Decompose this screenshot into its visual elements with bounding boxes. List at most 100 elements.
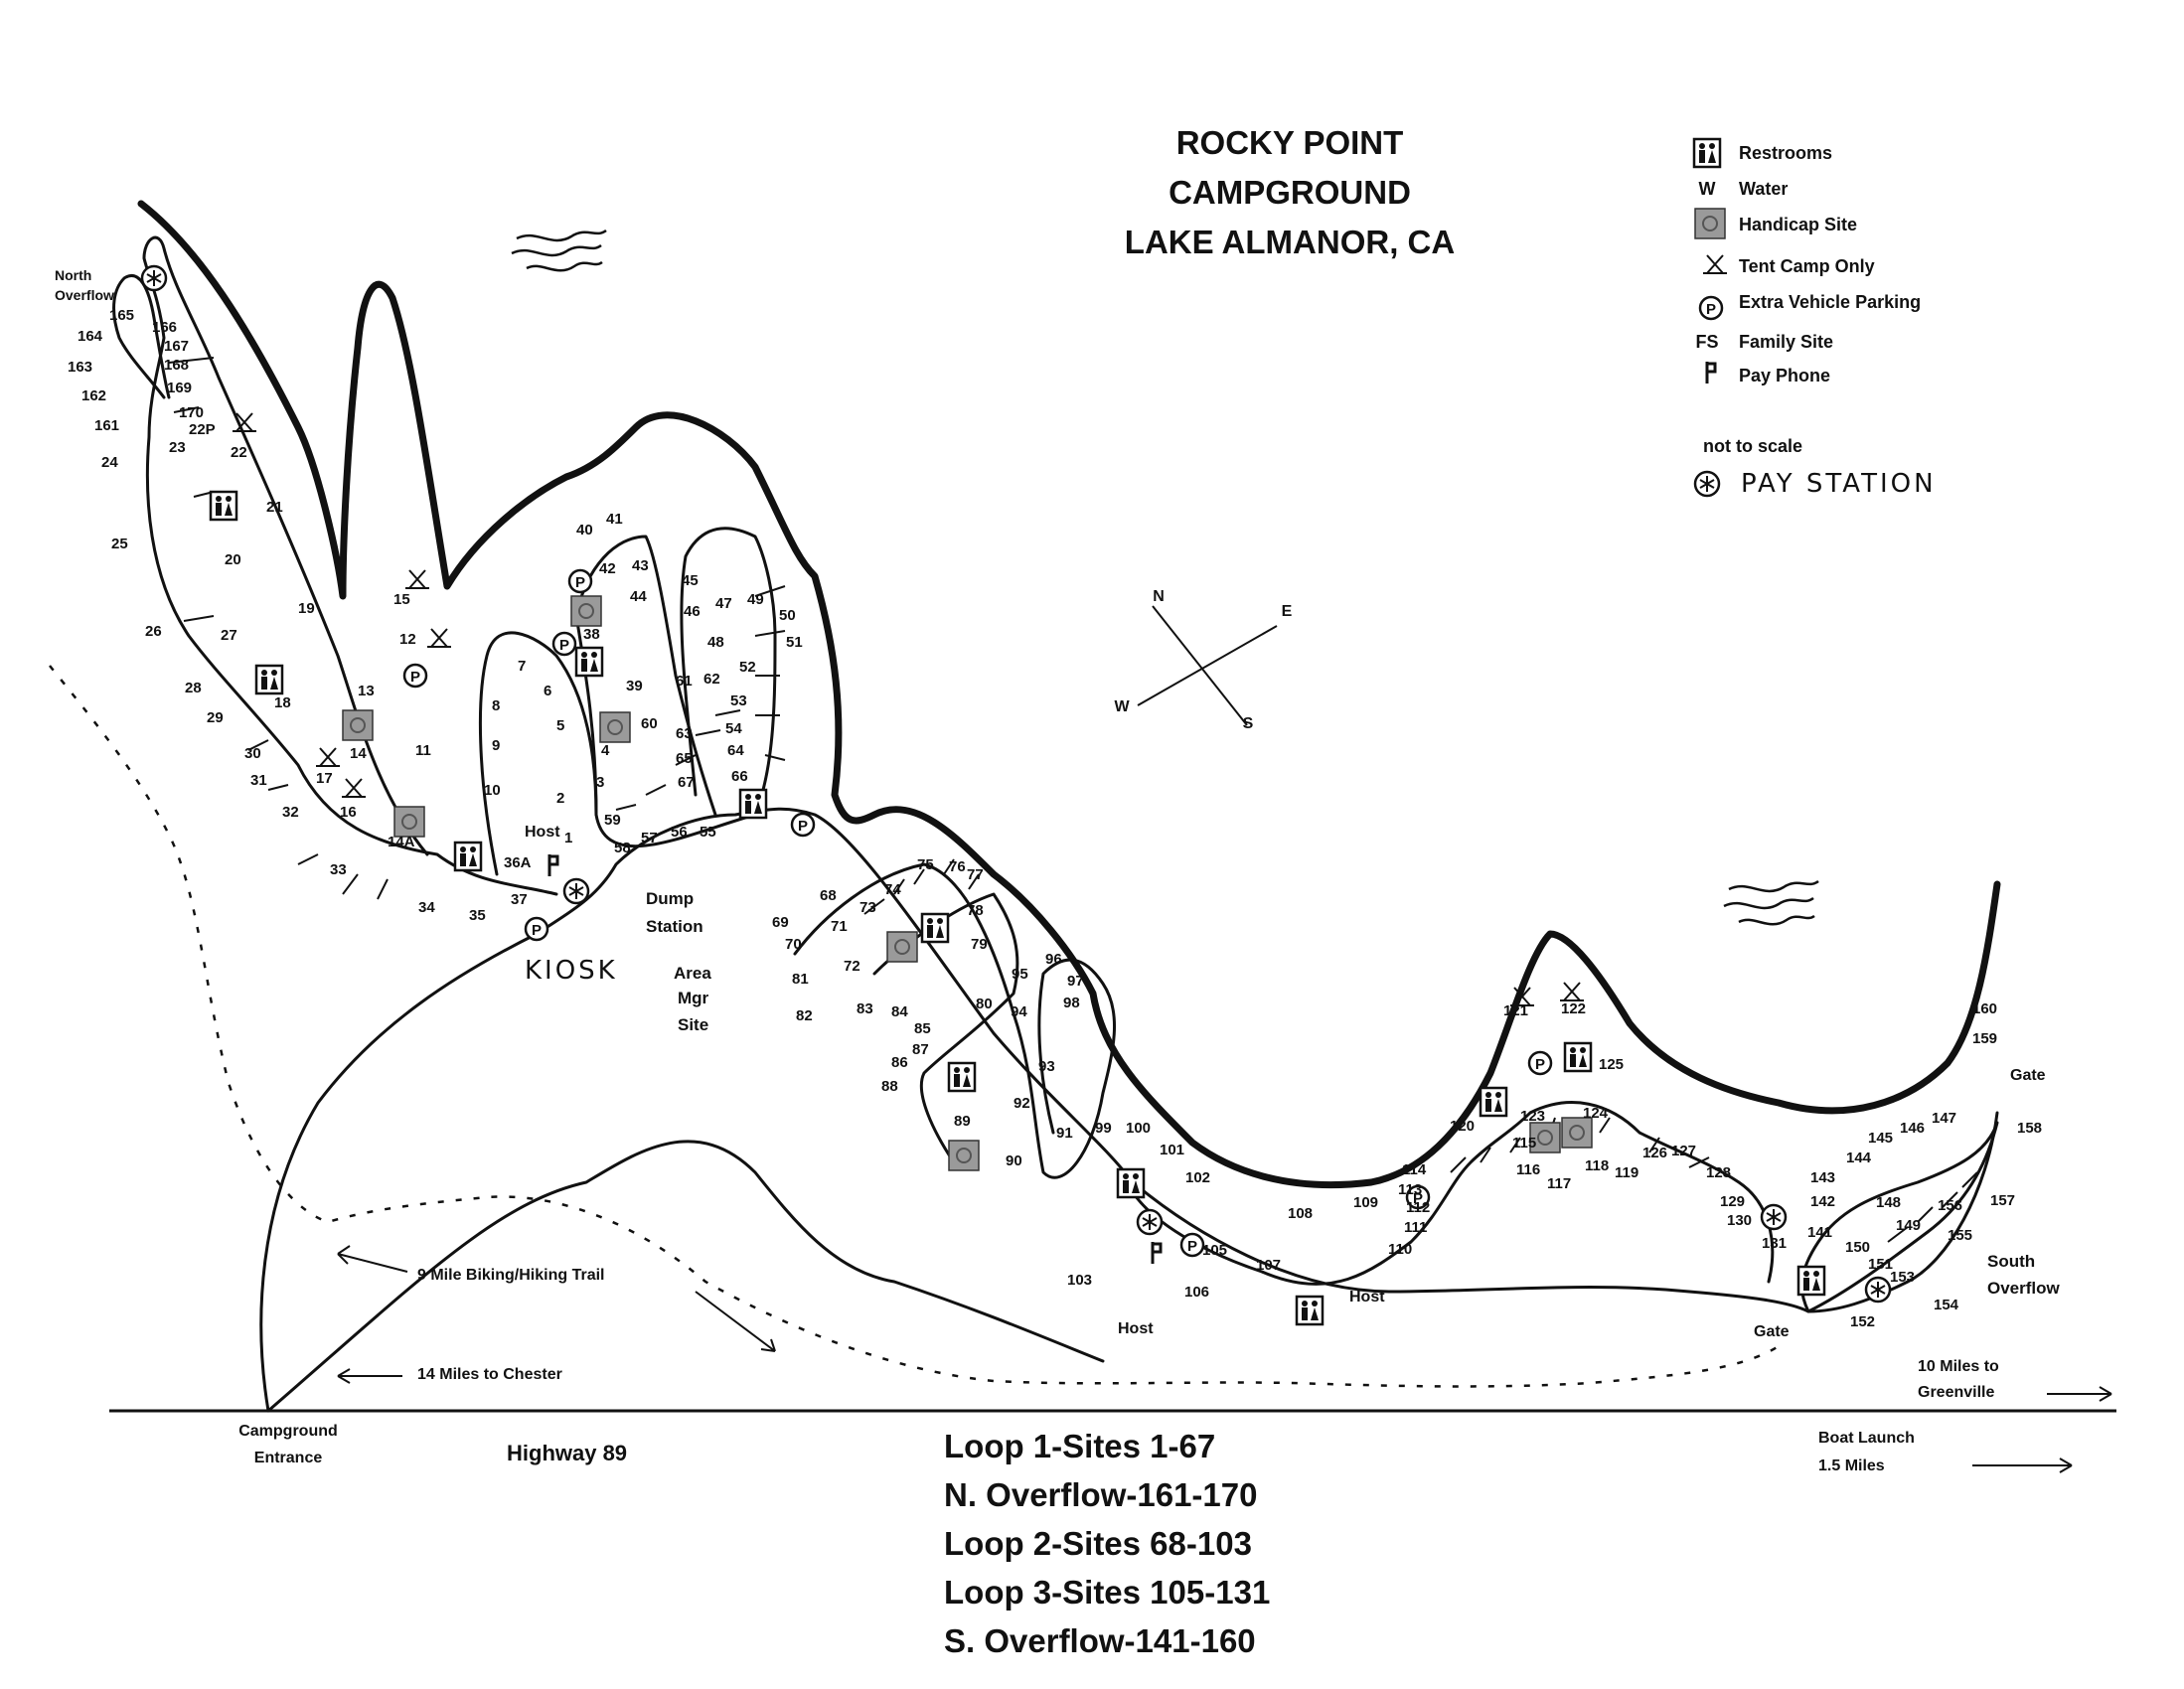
site-number-142: 142 <box>1810 1193 1835 1210</box>
site-number-83: 83 <box>857 1000 873 1017</box>
host-label-loop1: Host <box>525 824 560 841</box>
restroom-icon <box>254 664 284 695</box>
site-number-72: 72 <box>844 958 860 975</box>
site-number-23: 23 <box>169 439 186 456</box>
site-number-166: 166 <box>152 319 177 336</box>
site-number-119: 119 <box>1615 1164 1638 1181</box>
site-number-10: 10 <box>484 782 501 799</box>
site-number-108: 108 <box>1288 1205 1313 1222</box>
site-number-165: 165 <box>109 307 134 324</box>
site-number-112: 112 <box>1406 1199 1430 1216</box>
site-number-152: 152 <box>1850 1313 1875 1330</box>
title-line-1: ROCKY POINT <box>1176 124 1404 161</box>
site-number-48: 48 <box>707 634 724 651</box>
site-number-12: 12 <box>399 631 416 648</box>
boat-launch-line-1: Boat Launch <box>1818 1430 1915 1447</box>
site-number-123: 123 <box>1520 1108 1545 1125</box>
handicap-site-icon <box>393 806 425 838</box>
site-number-118: 118 <box>1585 1157 1609 1174</box>
area-mgr-line-1: Area <box>674 964 711 983</box>
boat-launch-line-2: 1.5 Miles <box>1818 1458 1885 1474</box>
site-number-154: 154 <box>1934 1297 1959 1313</box>
loop-list-2: N. Overflow-161-170 <box>944 1476 1257 1513</box>
legend-handicap: Handicap Site <box>1739 215 1857 234</box>
site-number-74: 74 <box>884 881 901 898</box>
site-number-75: 75 <box>917 856 934 873</box>
compass-e: E <box>1282 603 1293 620</box>
site-number-22P: 22P <box>189 421 216 438</box>
restroom-icon <box>574 646 604 678</box>
parking-icon <box>551 631 577 657</box>
site-number-162: 162 <box>81 387 106 404</box>
site-number-11: 11 <box>415 742 431 759</box>
site-number-151: 151 <box>1868 1256 1893 1273</box>
restroom-icon <box>1692 137 1722 169</box>
site-number-113: 113 <box>1398 1181 1422 1198</box>
site-number-131: 131 <box>1762 1235 1787 1252</box>
site-number-78: 78 <box>967 902 984 919</box>
site-number-25: 25 <box>111 536 128 552</box>
loop-2-inner <box>872 892 1019 1164</box>
tent-icon <box>404 569 430 589</box>
site-number-21: 21 <box>266 499 283 516</box>
site-number-53: 53 <box>730 692 747 709</box>
site-number-54: 54 <box>725 720 742 737</box>
site-number-46: 46 <box>684 603 701 620</box>
highway-label: Highway 89 <box>507 1441 627 1465</box>
site-number-97: 97 <box>1067 973 1084 990</box>
area-mgr-line-3: Site <box>678 1015 708 1034</box>
site-number-103: 103 <box>1067 1272 1092 1289</box>
site-number-38: 38 <box>583 626 600 643</box>
site-number-55: 55 <box>700 824 716 841</box>
pay-station-icon <box>1760 1203 1788 1231</box>
site-number-50: 50 <box>779 607 796 624</box>
legend-parking: Extra Vehicle Parking <box>1739 292 1921 312</box>
site-number-14A: 14A <box>388 834 415 850</box>
loop-list-1: Loop 1-Sites 1-67 <box>944 1428 1215 1464</box>
site-number-59: 59 <box>604 812 621 829</box>
site-number-65: 65 <box>676 750 693 767</box>
greenville-line-1: 10 Miles to <box>1918 1358 1999 1375</box>
site-number-42: 42 <box>599 560 616 577</box>
site-number-114: 114 <box>1402 1161 1427 1178</box>
family-site-icon: FS <box>1695 332 1718 352</box>
restroom-icon <box>1116 1167 1146 1199</box>
site-number-164: 164 <box>78 328 103 345</box>
pay-phone-icon <box>1705 360 1717 385</box>
site-number-79: 79 <box>971 936 988 953</box>
site-number-36A: 36A <box>504 854 532 871</box>
handicap-site-icon <box>1694 208 1726 239</box>
site-number-85: 85 <box>914 1020 931 1037</box>
greenville-line-2: Greenville <box>1918 1384 1994 1401</box>
site-number-27: 27 <box>221 627 237 644</box>
site-number-111: 111 <box>1404 1219 1427 1236</box>
dump-station-line-1: Dump <box>646 889 694 908</box>
site-number-147: 147 <box>1932 1110 1956 1127</box>
site-number-159: 159 <box>1972 1030 1997 1047</box>
south-overflow-road <box>1799 1121 1999 1313</box>
site-number-116: 116 <box>1516 1161 1540 1178</box>
site-number-49: 49 <box>747 591 764 608</box>
site-number-26: 26 <box>145 623 162 640</box>
site-number-1: 1 <box>564 830 572 846</box>
site-number-141: 141 <box>1807 1224 1832 1241</box>
site-number-24: 24 <box>101 454 118 471</box>
site-number-156: 156 <box>1938 1197 1962 1214</box>
site-number-29: 29 <box>207 709 224 726</box>
site-number-13: 13 <box>358 683 375 699</box>
site-number-61: 61 <box>676 673 693 690</box>
site-number-9: 9 <box>492 737 500 754</box>
site-number-100: 100 <box>1126 1120 1151 1137</box>
site-number-20: 20 <box>225 551 241 568</box>
lake-waves-south <box>1723 879 1819 926</box>
gate-label-east: Gate <box>2010 1067 2046 1084</box>
site-number-35: 35 <box>469 907 486 924</box>
restroom-icon <box>1563 1041 1593 1073</box>
site-number-34: 34 <box>418 899 435 916</box>
site-number-92: 92 <box>1014 1095 1030 1112</box>
direction-arrows <box>337 1245 2112 1473</box>
site-number-88: 88 <box>881 1078 898 1095</box>
site-number-86: 86 <box>891 1054 908 1071</box>
loop-1-east <box>574 535 717 817</box>
site-number-63: 63 <box>676 725 693 742</box>
